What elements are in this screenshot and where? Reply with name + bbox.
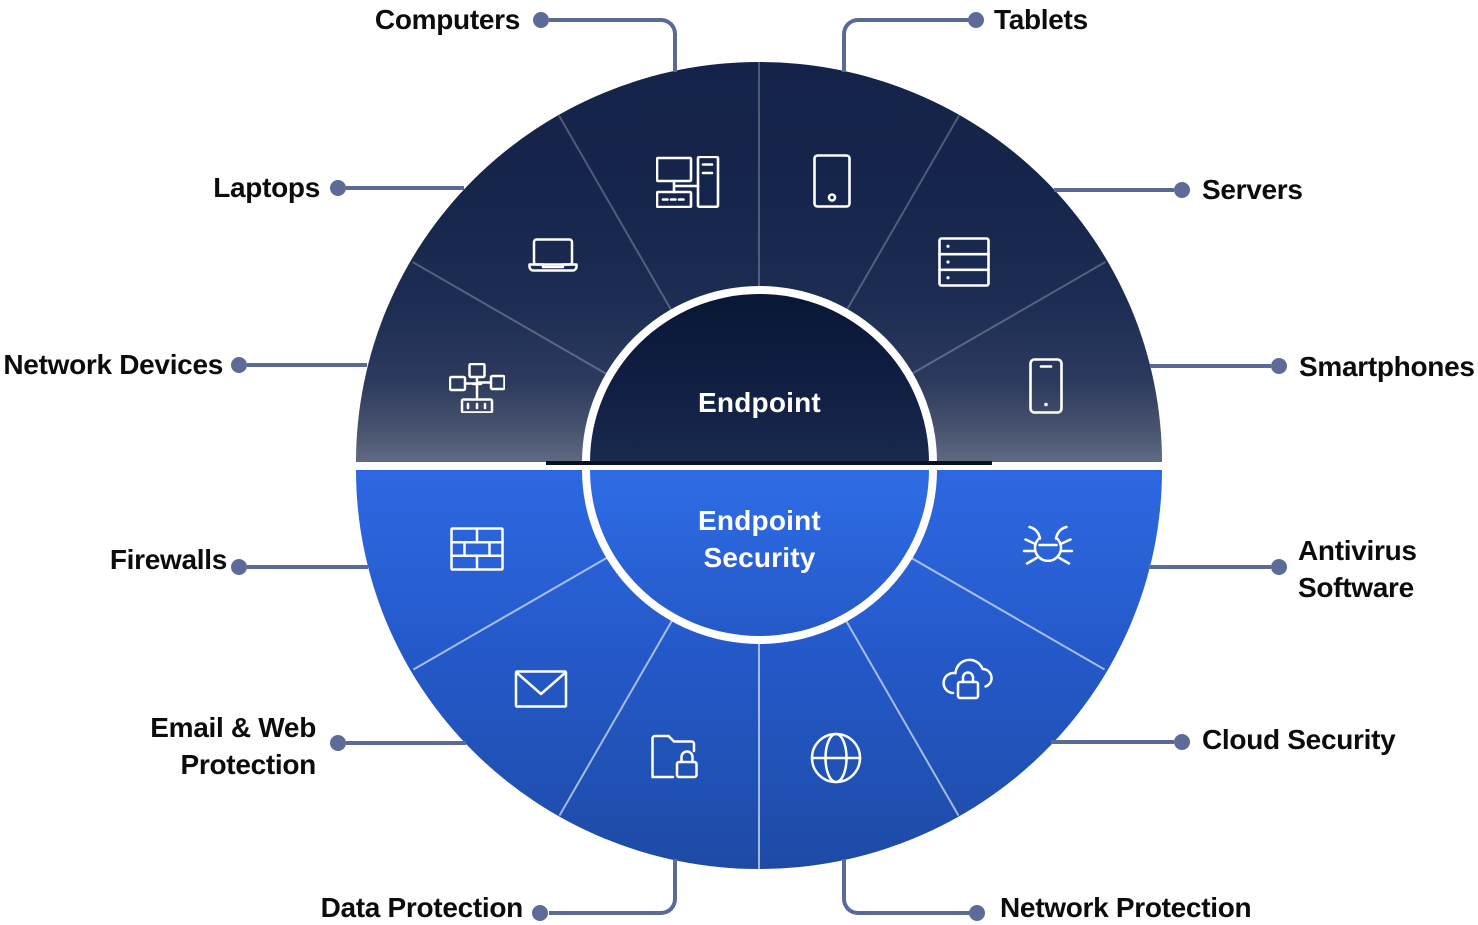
connector-data-protection xyxy=(549,859,677,915)
smartphone-icon xyxy=(1029,358,1063,414)
label-smartphones: Smartphones xyxy=(1299,351,1475,382)
globe-icon xyxy=(810,732,862,784)
connector-laptops xyxy=(346,186,464,190)
connector-network-protection xyxy=(842,859,971,915)
connector-dot-firewalls xyxy=(231,559,247,575)
connector-dot-email-web xyxy=(330,735,346,751)
connector-dot-network-protection xyxy=(969,905,985,921)
connector-dot-smartphones xyxy=(1271,358,1287,374)
label-antivirus-software: Antivirus Software xyxy=(1298,535,1417,603)
connector-network-devices xyxy=(247,363,367,367)
label-computers: Computers xyxy=(374,4,520,35)
label-data-protection: Data Protection xyxy=(320,892,524,923)
laptop-icon xyxy=(528,238,578,274)
server-rack-icon xyxy=(938,237,990,287)
center-divider-line xyxy=(546,461,992,465)
desktop-computer-icon xyxy=(656,156,720,208)
connector-dot-antivirus xyxy=(1271,559,1287,575)
label-cloud-security: Cloud Security xyxy=(1202,724,1396,755)
envelope-icon xyxy=(515,670,568,708)
label-network-devices: Network Devices xyxy=(3,349,223,380)
label-firewalls: Firewalls xyxy=(109,544,227,575)
connector-dot-data-protection xyxy=(532,905,548,921)
connector-smartphones xyxy=(1150,364,1271,368)
tablet-icon xyxy=(813,154,851,208)
connector-email-web xyxy=(346,741,466,745)
bug-icon xyxy=(1020,520,1076,570)
label-laptops: Laptops xyxy=(213,172,320,203)
connector-dot-cloud-security xyxy=(1174,734,1190,750)
firewall-brick-icon xyxy=(450,527,504,571)
folder-lock-icon xyxy=(651,730,706,780)
connector-antivirus xyxy=(1148,565,1271,569)
label-servers: Servers xyxy=(1202,174,1303,205)
connector-dot-laptops xyxy=(330,180,346,196)
connector-dot-network-devices xyxy=(231,357,247,373)
connector-cloud-security xyxy=(1051,740,1174,744)
network-devices-icon xyxy=(449,363,505,413)
connector-computers xyxy=(549,18,677,72)
center-label-endpoint-security: Endpoint Security xyxy=(698,505,821,573)
label-email-web-protection: Email & Web Protection xyxy=(150,712,316,780)
label-network-protection: Network Protection xyxy=(1000,892,1252,923)
connector-tablets xyxy=(842,18,970,72)
connector-servers xyxy=(1054,188,1174,192)
sector-divider xyxy=(758,470,760,869)
sector-divider xyxy=(758,62,760,462)
cloud-lock-icon xyxy=(938,652,998,706)
connector-dot-tablets xyxy=(968,12,984,28)
connector-dot-servers xyxy=(1174,182,1190,198)
center-label-endpoint: Endpoint xyxy=(698,387,821,418)
connector-firewalls xyxy=(247,565,368,569)
label-tablets: Tablets xyxy=(994,4,1088,35)
connector-dot-computers xyxy=(533,12,549,28)
